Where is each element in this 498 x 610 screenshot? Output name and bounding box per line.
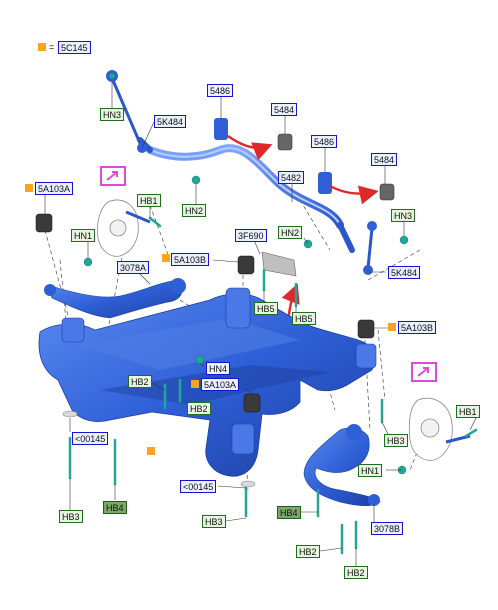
callout-3078b: 3078B: [371, 522, 404, 535]
callout-hb4-left: HB4: [103, 501, 127, 514]
callout-5k484: 5K484: [154, 115, 187, 128]
callout-hb2-bottom-b: HB2: [344, 566, 368, 579]
callout-3f690: 3F690: [235, 229, 267, 242]
knuckle-left: [97, 199, 151, 257]
callout-hb5-right: HB5: [292, 312, 316, 325]
nuts: [83, 72, 409, 475]
legend-equals: =: [49, 42, 55, 52]
callout-hb5-left: HB5: [254, 302, 278, 315]
callout-5486-right: 5486: [311, 135, 338, 148]
stabilizer-link-right: [363, 221, 377, 275]
callout-hb2-left: HB2: [128, 375, 152, 388]
orange-marker-icon: [191, 380, 199, 388]
stabilizer-clamps: [214, 118, 332, 194]
lower-control-arm-left: [44, 278, 186, 319]
callout-5482: 5482: [278, 171, 305, 184]
callout-hn1-left: HN1: [71, 229, 96, 242]
legend-label-5c145: 5C145: [58, 41, 91, 54]
callout-hb3-mid: HB3: [202, 515, 226, 528]
callout-hb1-right: HB1: [456, 405, 480, 418]
callout-5484-left: 5484: [271, 103, 298, 116]
callout-hn3-right: HN3: [391, 209, 416, 222]
bracket-3f690: [261, 251, 297, 277]
callout-hb4-mid: HB4: [277, 506, 301, 519]
callout-5k484-right: 5K484: [388, 266, 421, 279]
washers: [62, 410, 256, 488]
callout-hn4: HN4: [206, 362, 231, 375]
callout-5a103a-mid: 5A103A: [201, 378, 240, 391]
orange-marker-icon: [162, 254, 170, 262]
callout-hb1-left: HB1: [137, 194, 161, 207]
bolts: [68, 216, 478, 555]
callout-5a103b-right: 5A103B: [398, 321, 437, 334]
callout-hb2-bottom-a: HB2: [296, 545, 320, 558]
lower-control-arm-right: [303, 424, 381, 507]
callout-hb3-right-upper: HB3: [384, 434, 408, 447]
callout-5486-left: 5486: [207, 84, 234, 97]
knuckle-reference-right-icon: [411, 362, 437, 382]
callout-5a103a-top: 5A103A: [35, 182, 74, 195]
orange-marker-icon: [147, 447, 155, 455]
legend-marker-icon: [38, 43, 46, 51]
callout-hn2-mid: HN2: [278, 226, 303, 239]
callout-hn3-top: HN3: [100, 108, 125, 121]
callout-3078a: 3078A: [117, 261, 150, 274]
callout-hn1-right: HN1: [358, 464, 383, 477]
callout-hn2-left: HN2: [182, 204, 207, 217]
callout-5a103b-top: 5A103B: [171, 253, 210, 266]
callout-hb3-left: HB3: [59, 510, 83, 523]
callout-5484-right: 5484: [371, 153, 398, 166]
callout-lines: [44, 82, 477, 566]
orange-marker-icon: [25, 184, 33, 192]
orange-marker-icon: [388, 323, 396, 331]
callout-00145-mid: <00145: [180, 480, 217, 493]
callout-00145-left: <00145: [72, 432, 109, 445]
subframe-mount-bushings: [35, 213, 375, 413]
callout-hb2-mid: HB2: [187, 402, 211, 415]
knuckle-reference-left-icon: [100, 166, 126, 186]
